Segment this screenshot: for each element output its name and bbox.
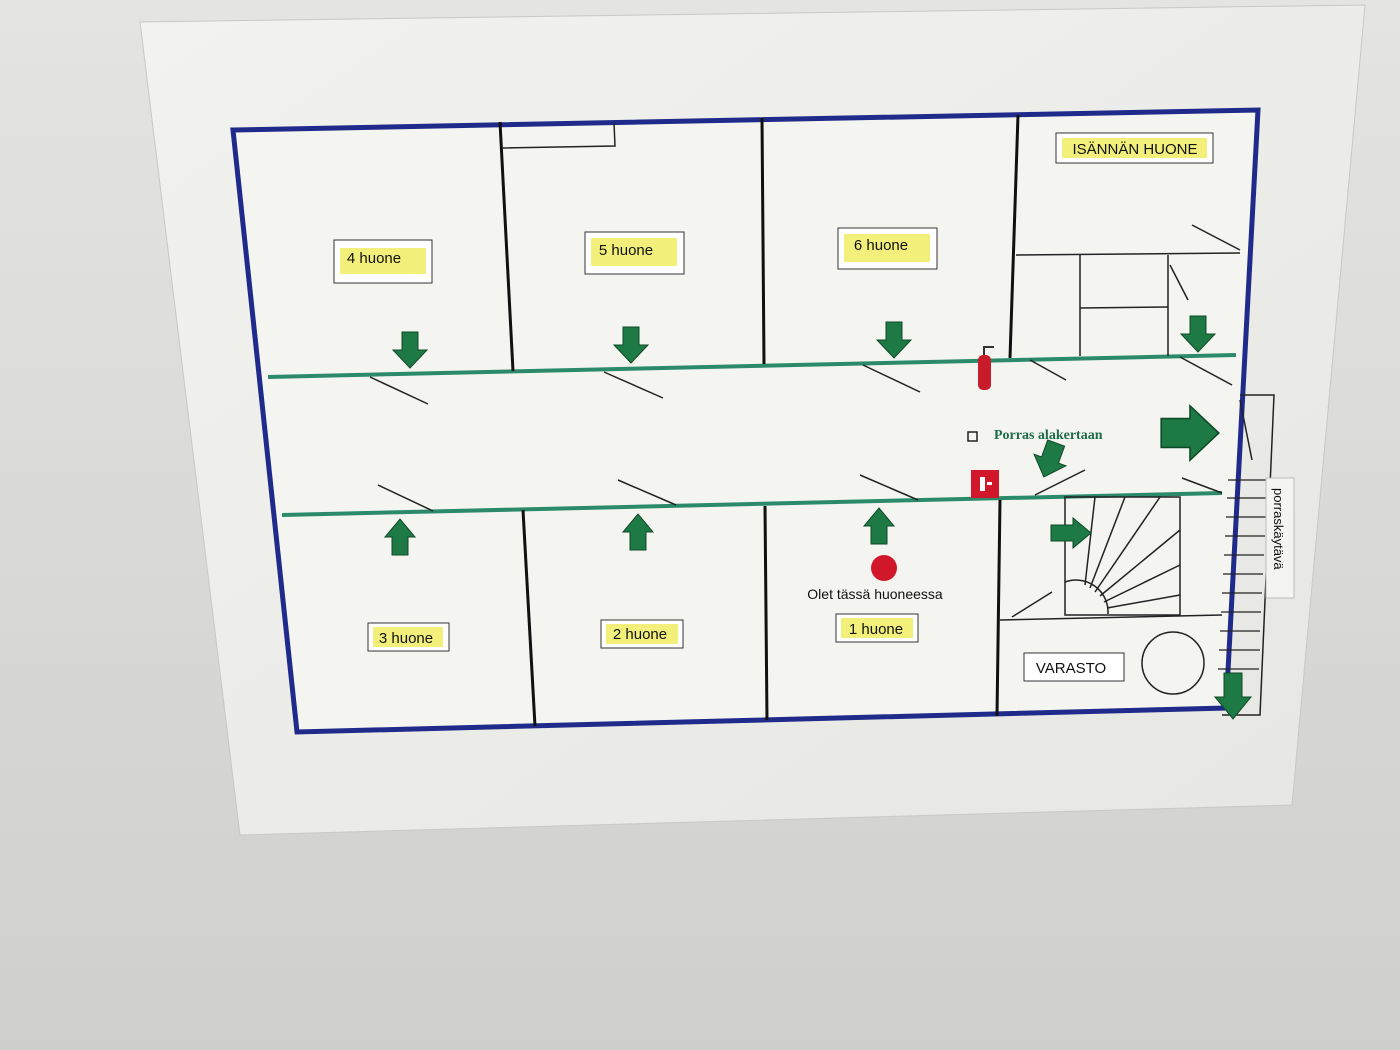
you-are-here-label: Olet tässä huoneessa [807, 586, 943, 602]
fire-alarm-icon [971, 470, 999, 498]
exit-arrow-down-icon [875, 321, 913, 359]
exit-arrow-up-icon [862, 507, 896, 545]
exit-arrow-right-icon [1050, 516, 1092, 550]
room-label-2: 2 huone [600, 619, 684, 649]
exit-arrow-downleft-icon [1033, 439, 1068, 478]
stairs-marker-icon [967, 431, 978, 442]
exit-arrow-right-icon [1160, 403, 1220, 463]
svg-text:6 huone: 6 huone [854, 237, 908, 254]
stair-steps [1218, 479, 1268, 670]
svg-text:5 huone: 5 huone [599, 242, 653, 259]
stairs-down-label: Porras alakertaan [994, 428, 1103, 443]
room-label-1: 1 huone [835, 613, 919, 643]
stairwell-label: porraskäytävä [1265, 477, 1295, 599]
you-are-here-dot-icon [871, 555, 897, 581]
svg-text:porraskäytävä: porraskäytävä [1271, 488, 1286, 570]
fire-extinguisher-icon [978, 346, 994, 390]
exit-arrow-up-icon [621, 513, 655, 551]
interior-details [369, 122, 1275, 716]
exit-arrow-up-icon [383, 518, 417, 556]
exit-arrow-down-icon [1213, 672, 1253, 720]
exit-arrow-down-icon [391, 331, 429, 369]
corridor-wall-top [267, 353, 1237, 379]
room-label-host: ISÄNNÄN HUONE [1055, 132, 1214, 164]
exit-arrow-down-icon [612, 326, 650, 364]
room-label-storage: VARASTO [1023, 652, 1125, 682]
svg-text:1 huone: 1 huone [849, 621, 903, 638]
exit-arrow-down-icon [1179, 315, 1217, 353]
room-label-6: 6 huone [837, 227, 938, 270]
svg-text:VARASTO: VARASTO [1036, 660, 1106, 677]
room-label-5: 5 huone [584, 231, 685, 275]
room-walls [498, 114, 1020, 727]
svg-text:3 huone: 3 huone [379, 630, 433, 647]
room-label-3: 3 huone [367, 622, 450, 652]
svg-text:2 huone: 2 huone [613, 626, 667, 643]
room-label-4: 4 huone [333, 239, 433, 284]
svg-text:4 huone: 4 huone [347, 250, 401, 267]
svg-text:ISÄNNÄN HUONE: ISÄNNÄN HUONE [1072, 141, 1197, 158]
